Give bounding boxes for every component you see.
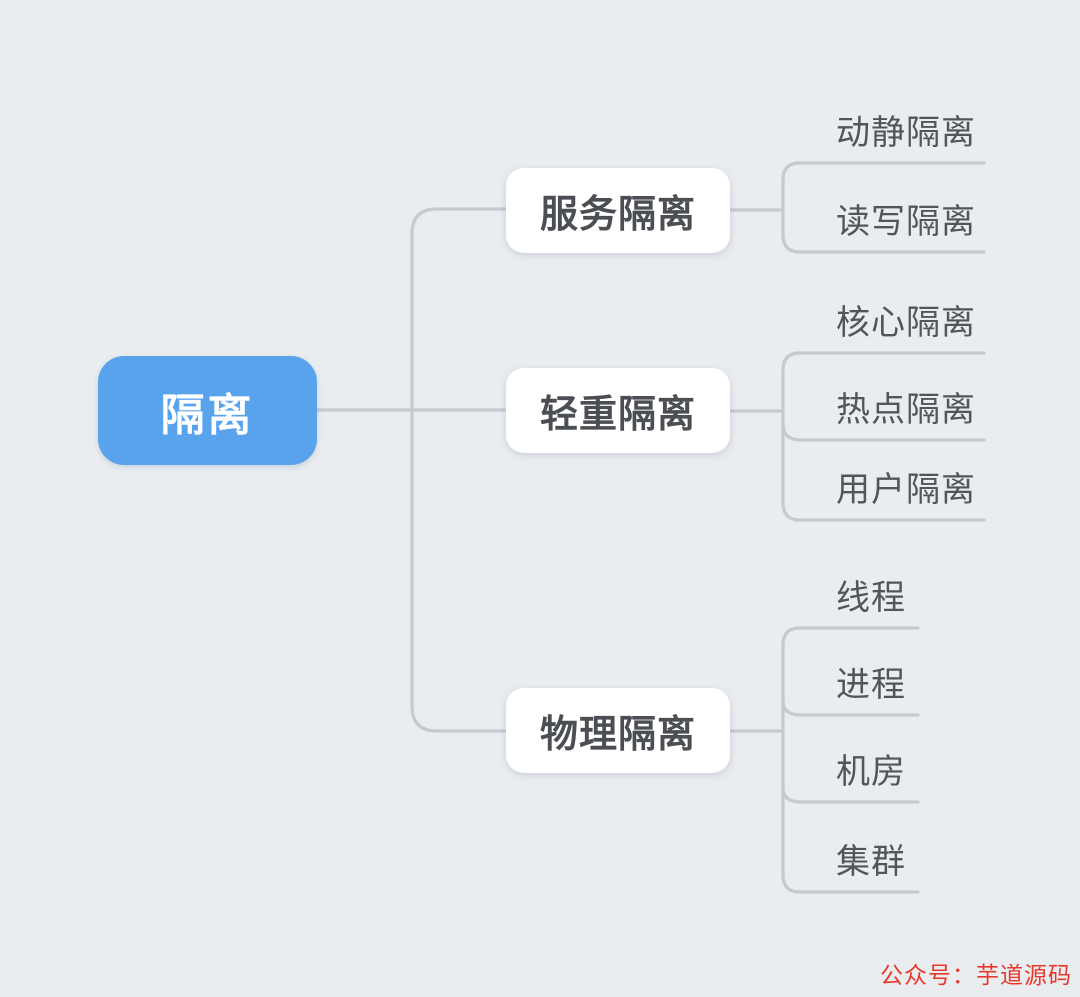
underline-leaf-2b — [781, 422, 986, 442]
leaf-node-user-isolation: 用户隔离 — [836, 471, 976, 509]
leaf-node-machine-room: 机房 — [836, 753, 906, 791]
leaf-node-process: 进程 — [836, 666, 906, 704]
underline-leaf-3c — [781, 786, 920, 804]
leaf-node-core-isolation: 核心隔离 — [836, 304, 976, 342]
connector-branch1-bracket — [781, 161, 802, 254]
leaf-node-dynamic-static-isolation: 动静隔离 — [836, 114, 976, 152]
leaf-node-read-write-isolation: 读写隔离 — [836, 203, 976, 241]
connector-branch2-bracket — [781, 351, 802, 522]
watermark-text: 公众号：芋道源码 — [880, 963, 1072, 988]
underline-leaf-3b — [781, 699, 920, 717]
root-node-isolation: 隔离 — [98, 356, 317, 465]
branch-node-service-isolation: 服务隔离 — [506, 168, 730, 253]
connector-root-to-branch3 — [410, 408, 508, 733]
leaf-node-cluster: 集群 — [836, 843, 906, 881]
leaf-node-hotspot-isolation: 热点隔离 — [836, 391, 976, 429]
connector-root-to-branch1 — [410, 207, 508, 412]
branch-node-physical-isolation: 物理隔离 — [506, 688, 730, 773]
branch-node-light-heavy-isolation: 轻重隔离 — [506, 368, 730, 453]
connector-branch3-bracket — [781, 626, 802, 894]
leaf-node-thread: 线程 — [836, 579, 906, 617]
